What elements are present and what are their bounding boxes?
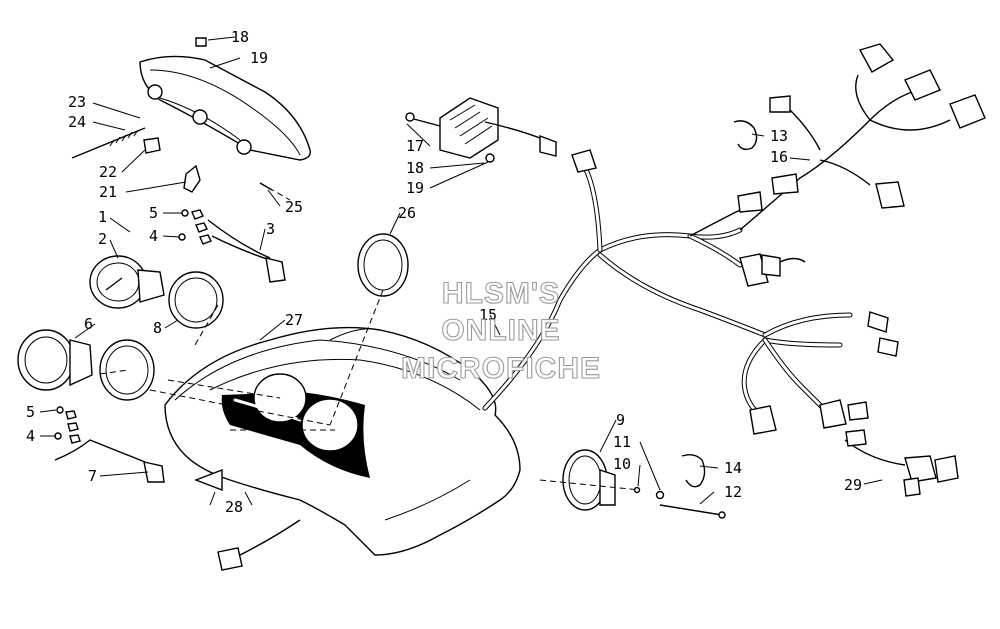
callout-11: 11 bbox=[613, 433, 631, 451]
callout-7: 7 bbox=[88, 467, 97, 485]
headlight-ring-26 bbox=[357, 233, 409, 297]
callout-21: 21 bbox=[99, 183, 117, 201]
callout-19: 18 bbox=[231, 28, 249, 46]
callout-8: 8 bbox=[153, 319, 162, 337]
callout-10: 10 bbox=[613, 455, 631, 473]
callout-25: 25 bbox=[285, 198, 303, 216]
voltage-regulator bbox=[405, 97, 557, 163]
headlight-bulb-socket bbox=[143, 137, 201, 193]
watermark-line-2: ONLINE bbox=[441, 314, 560, 347]
callout-4-upper: 4 bbox=[149, 227, 158, 245]
callout-29: 29 bbox=[844, 476, 862, 494]
warning-decal bbox=[194, 468, 223, 492]
callout-6: 6 bbox=[84, 315, 93, 333]
watermark-line-1: HLSM'S bbox=[442, 277, 560, 310]
callout-28: 28 bbox=[225, 498, 243, 516]
assembly-lines bbox=[99, 182, 641, 491]
callout-20: 19 bbox=[250, 49, 268, 67]
callout-labels: 18 19 23 24 22 21 25 1 2 5 4 3 26 6 8 27… bbox=[26, 28, 862, 516]
cable-tie-13-upper bbox=[733, 120, 758, 151]
callout-3: 3 bbox=[266, 220, 275, 238]
callout-24: 24 bbox=[68, 113, 86, 131]
nose-harness-connector bbox=[217, 519, 301, 571]
speedometer-gauge bbox=[17, 329, 93, 391]
callout-9: 9 bbox=[616, 411, 625, 429]
headlight-harness bbox=[689, 43, 986, 237]
callout-14: 15 bbox=[479, 306, 497, 324]
callout-5-lower: 5 bbox=[26, 403, 35, 421]
gauge-bulb-harness-upper bbox=[178, 209, 286, 283]
gauge-bulb-harness-lower bbox=[54, 406, 165, 483]
callout-22: 22 bbox=[99, 163, 117, 181]
callout-16: 17 bbox=[406, 137, 424, 155]
callout-23: 23 bbox=[68, 93, 86, 111]
callout-13-lower: 14 bbox=[724, 459, 742, 477]
tachometer-gauge bbox=[89, 255, 165, 309]
cable-tie-13-lower bbox=[681, 453, 706, 488]
hardware-washer-nut bbox=[633, 486, 726, 519]
watermark: HLSM'S ONLINE MICROFICHE bbox=[400, 276, 601, 385]
callout-2: 2 bbox=[98, 230, 107, 248]
main-wiring-harness bbox=[482, 149, 899, 435]
callout-27: 27 bbox=[285, 311, 303, 329]
headlight-housing bbox=[139, 37, 311, 161]
callout-5-upper: 5 bbox=[149, 204, 158, 222]
gauge-seal-ring-lower bbox=[99, 339, 155, 401]
taillight-harness bbox=[844, 429, 959, 497]
callout-4-lower: 4 bbox=[26, 427, 35, 445]
callout-18: 19 bbox=[406, 179, 424, 197]
callout-1: 1 bbox=[98, 208, 107, 226]
gauge-seal-ring-upper bbox=[168, 271, 224, 329]
headlight-ring-9 bbox=[562, 449, 616, 511]
callout-13-upper: 13 bbox=[770, 127, 788, 145]
leader-lines bbox=[39, 36, 883, 506]
callout-17: 18 bbox=[406, 159, 424, 177]
callout-15: 16 bbox=[770, 148, 788, 166]
callout-12: 12 bbox=[724, 483, 742, 501]
callout-26: 26 bbox=[398, 204, 416, 222]
watermark-line-3: MICROFICHE bbox=[401, 352, 601, 385]
